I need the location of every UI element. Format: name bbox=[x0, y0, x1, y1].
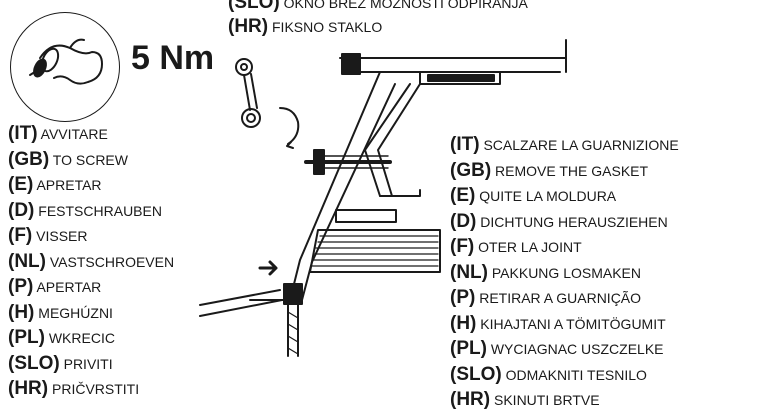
rotation-arrow-icon bbox=[279, 107, 300, 145]
instruction-text: APERTAR bbox=[36, 279, 102, 295]
language-code: (NL) bbox=[450, 261, 488, 283]
instruction-text: PRIVITI bbox=[63, 355, 113, 372]
instruction-row: (F) OTER LA JOINT bbox=[450, 234, 679, 260]
instruction-text: APRETAR bbox=[36, 177, 102, 193]
language-code: (GB) bbox=[8, 148, 50, 170]
language-code: (F) bbox=[450, 236, 475, 257]
header-hr-code: (HR) bbox=[228, 16, 269, 37]
instruction-text: MEGHÚZNI bbox=[38, 304, 113, 321]
screw-instructions: (IT) AVVITARE(GB) TO SCREW(E) APRETAR(D)… bbox=[8, 121, 174, 402]
language-code: (P) bbox=[450, 287, 476, 308]
instruction-row: (E) QUITE LA MOLDURA bbox=[450, 183, 679, 209]
language-code: (H) bbox=[450, 312, 477, 334]
instruction-row: (P) APERTAR bbox=[8, 274, 174, 300]
instruction-text: PAKKUNG LOSMAKEN bbox=[491, 264, 641, 281]
instruction-text: RETIRAR A GUARNIÇÃO bbox=[479, 290, 642, 306]
language-code: (H) bbox=[8, 301, 35, 323]
instruction-text: AVVITARE bbox=[40, 126, 108, 142]
language-code: (P) bbox=[8, 276, 34, 297]
instruction-row: (H) MEGHÚZNI bbox=[8, 300, 174, 326]
instruction-row: (E) APRETAR bbox=[8, 172, 174, 198]
instruction-text: ODMAKNITI TESNILO bbox=[505, 366, 647, 383]
instruction-row: (D) DICHTUNG HERAUSZIEHEN bbox=[450, 209, 679, 235]
header-hr-text: FIKSNO STAKLO bbox=[272, 19, 383, 35]
instruction-row: (H) KIHAJTANI A TÖMITÖGUMIT bbox=[450, 311, 679, 337]
instruction-text: VASTSCHROEVEN bbox=[49, 253, 175, 270]
language-code: (NL) bbox=[8, 250, 46, 272]
wrench-icon bbox=[235, 58, 261, 128]
instruction-row: (IT) SCALZARE LA GUARNIZIONE bbox=[450, 132, 679, 158]
instruction-text: REMOVE THE GASKET bbox=[495, 162, 649, 179]
instruction-row: (NL) PAKKUNG LOSMAKEN bbox=[450, 260, 679, 286]
language-code: (HR) bbox=[8, 378, 49, 399]
instruction-text: SKINUTI BRTVE bbox=[494, 392, 600, 408]
torque-value: 5 Nm bbox=[131, 39, 215, 77]
language-code: (HR) bbox=[450, 389, 491, 410]
instruction-text: TO SCREW bbox=[52, 151, 128, 168]
instruction-row: (SLO) PRIVITI bbox=[8, 351, 174, 377]
language-code: (GB) bbox=[450, 159, 492, 181]
language-code: (PL) bbox=[8, 327, 45, 348]
language-code: (SLO) bbox=[450, 363, 502, 385]
instruction-text: FESTSCHRAUBEN bbox=[38, 202, 162, 219]
instruction-text: WYCIAGNAC USZCZELKE bbox=[490, 341, 664, 357]
instruction-text: OTER LA JOINT bbox=[478, 239, 582, 255]
language-code: (PL) bbox=[450, 338, 487, 359]
instruction-text: SCALZARE LA GUARNIZIONE bbox=[483, 137, 679, 153]
gasket-instructions: (IT) SCALZARE LA GUARNIZIONE(GB) REMOVE … bbox=[450, 132, 679, 413]
instruction-row: (SLO) ODMAKNITI TESNILO bbox=[450, 362, 679, 388]
instruction-text: DICHTUNG HERAUSZIEHEN bbox=[480, 213, 668, 230]
instruction-row: (PL) WYCIAGNAC USZCZELKE bbox=[450, 336, 679, 362]
instruction-text: WKRECIC bbox=[48, 330, 115, 346]
language-code: (IT) bbox=[8, 123, 38, 144]
header-slo: (SLO) OKNO BREZ MOŽNOSTI ODPIRANJA bbox=[228, 0, 528, 14]
instruction-text: QUITE LA MOLDURA bbox=[479, 188, 617, 204]
language-code: (D) bbox=[8, 199, 35, 221]
language-code: (E) bbox=[450, 185, 476, 206]
instruction-row: (IT) AVVITARE bbox=[8, 121, 174, 147]
language-code: (E) bbox=[8, 174, 34, 195]
language-code: (SLO) bbox=[8, 352, 60, 374]
header-slo-text: OKNO BREZ MOŽNOSTI ODPIRANJA bbox=[283, 0, 528, 11]
instruction-row: (HR) PRIČVRSTITI bbox=[8, 376, 174, 402]
language-code: (F) bbox=[8, 225, 33, 246]
instruction-text: PRIČVRSTITI bbox=[52, 381, 140, 397]
instruction-row: (GB) TO SCREW bbox=[8, 147, 174, 173]
instruction-row: (D) FESTSCHRAUBEN bbox=[8, 198, 174, 224]
torque-badge bbox=[10, 12, 120, 122]
instruction-row: (F) VISSER bbox=[8, 223, 174, 249]
language-code: (D) bbox=[450, 210, 477, 232]
instruction-row: (GB) REMOVE THE GASKET bbox=[450, 158, 679, 184]
language-code: (IT) bbox=[450, 134, 480, 155]
instruction-text: VISSER bbox=[36, 228, 88, 244]
header-hr: (HR) FIKSNO STAKLO bbox=[228, 16, 382, 38]
window-frame-illustration bbox=[29, 38, 567, 357]
instruction-row: (NL) VASTSCHROEVEN bbox=[8, 249, 174, 275]
instruction-text: KIHAJTANI A TÖMITÖGUMIT bbox=[480, 315, 666, 332]
instruction-row: (P) RETIRAR A GUARNIÇÃO bbox=[450, 285, 679, 311]
instruction-row: (PL) WKRECIC bbox=[8, 325, 174, 351]
header-slo-code: (SLO) bbox=[228, 0, 280, 13]
instruction-row: (HR) SKINUTI BRTVE bbox=[450, 387, 679, 413]
